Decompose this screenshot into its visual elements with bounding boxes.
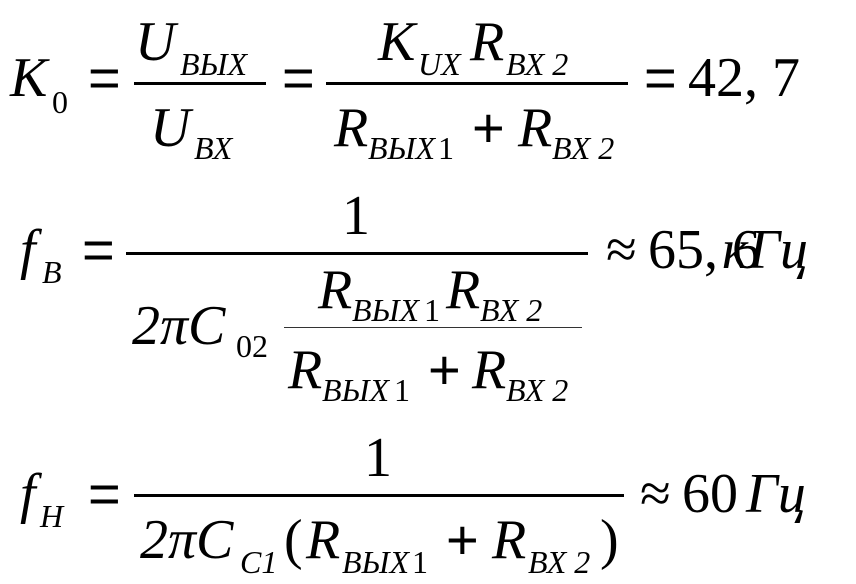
subscript-02: 02 bbox=[236, 328, 268, 364]
symbol-u-in: U bbox=[150, 97, 191, 159]
coefficient-2pi-c: 2πC bbox=[140, 509, 234, 571]
paren-open: ( bbox=[284, 509, 303, 571]
subscript-v: В bbox=[42, 254, 62, 290]
plus-sign: + bbox=[472, 96, 505, 159]
equals-sign: = bbox=[644, 46, 677, 109]
equals-sign: = bbox=[88, 46, 121, 109]
result-value: 60 bbox=[682, 463, 738, 525]
subscript-index: 1 bbox=[412, 544, 428, 580]
coefficient-2pi-c: 2πC bbox=[132, 295, 226, 357]
symbol-r-in2: R bbox=[492, 509, 527, 571]
subscript-ux: UX bbox=[418, 46, 461, 82]
equals-sign: = bbox=[82, 218, 115, 281]
symbol-k: K bbox=[10, 47, 48, 109]
fraction-bar bbox=[134, 494, 624, 497]
subscript-index: 1 bbox=[438, 130, 454, 166]
subscript-vyh: ВЫХ bbox=[368, 130, 435, 166]
paren-close: ) bbox=[600, 509, 619, 571]
symbol-r-in2: R bbox=[472, 339, 507, 401]
symbol-f: f bbox=[20, 463, 36, 525]
symbol-r-out1: R bbox=[288, 339, 323, 401]
fraction-bar bbox=[134, 82, 266, 85]
plus-sign: + bbox=[446, 508, 479, 571]
subscript-0: 0 bbox=[52, 84, 68, 120]
subscript-vh2: ВХ 2 bbox=[528, 544, 591, 580]
approx-sign: ≈ bbox=[606, 219, 637, 281]
equals-sign: = bbox=[88, 462, 121, 525]
symbol-r-out1: R bbox=[318, 259, 353, 321]
symbol-r-out1: R bbox=[306, 509, 341, 571]
subscript-vh2: ВХ 2 bbox=[506, 46, 569, 82]
inner-fraction-bar bbox=[284, 327, 582, 328]
subscript-vh2: ВХ 2 bbox=[552, 130, 615, 166]
subscript-vyh: ВЫХ bbox=[342, 544, 409, 580]
approx-sign: ≈ bbox=[640, 463, 671, 525]
subscript-n: Н bbox=[40, 498, 64, 534]
symbol-f: f bbox=[20, 219, 36, 281]
fraction-bar bbox=[326, 82, 628, 85]
numerator-one: 1 bbox=[342, 185, 370, 247]
result-value: 65, 6 bbox=[648, 219, 760, 281]
subscript-index: 1 bbox=[424, 292, 440, 328]
subscript-vyh: ВЫХ bbox=[352, 292, 419, 328]
symbol-r-out1: R bbox=[334, 97, 369, 159]
subscript-vyh: ВЫХ bbox=[180, 46, 247, 82]
plus-sign: + bbox=[428, 338, 461, 401]
unit-hz: Гц bbox=[746, 463, 806, 525]
subscript-vh2: ВХ 2 bbox=[480, 292, 543, 328]
numerator-one: 1 bbox=[364, 427, 392, 489]
subscript-vh2: ВХ 2 bbox=[506, 372, 569, 408]
result-value: 42, 7 bbox=[688, 47, 800, 109]
subscript-c1: C1 bbox=[240, 544, 278, 580]
subscript-vh: ВХ bbox=[194, 130, 233, 166]
symbol-k-ux: K bbox=[378, 11, 416, 73]
symbol-u-out: U bbox=[135, 11, 176, 73]
subscript-vyh: ВЫХ bbox=[322, 372, 389, 408]
subscript-index: 1 bbox=[394, 372, 410, 408]
symbol-r-in2: R bbox=[518, 97, 553, 159]
fraction-bar bbox=[126, 252, 588, 255]
symbol-r-in2: R bbox=[470, 11, 505, 73]
unit-khz: кГц bbox=[722, 219, 809, 281]
equals-sign: = bbox=[282, 46, 315, 109]
symbol-r-in2: R bbox=[446, 259, 481, 321]
